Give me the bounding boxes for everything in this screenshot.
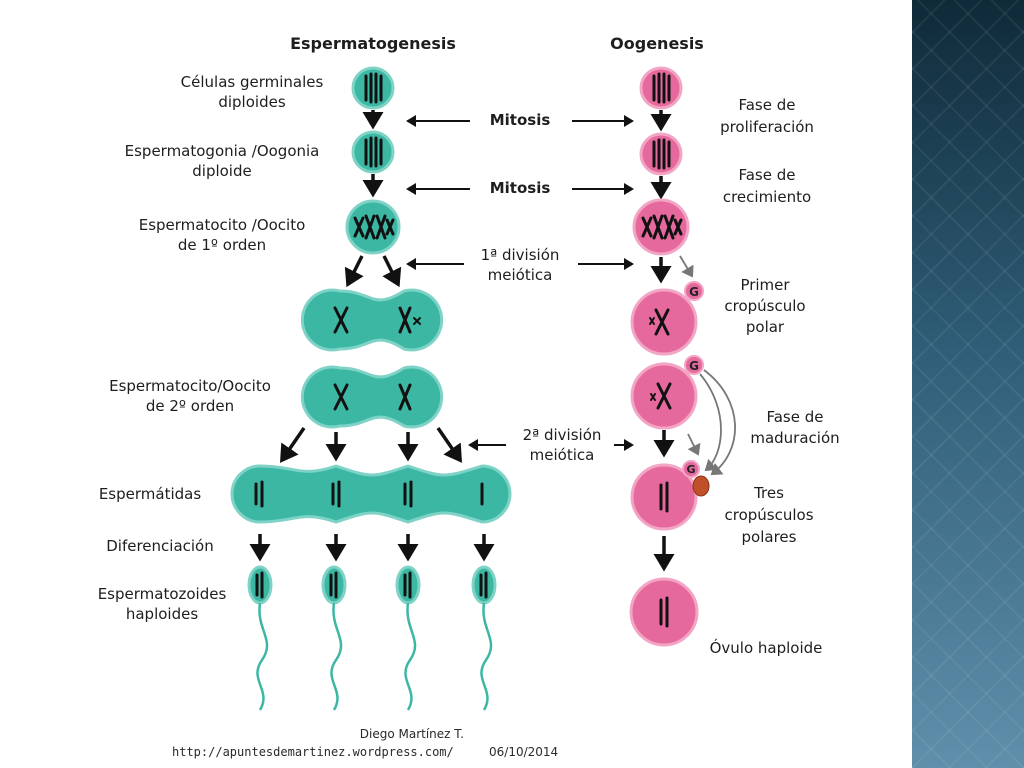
arrow-polar-body	[679, 255, 694, 278]
label-secondary-spermatocyte-2: de 2º orden	[146, 397, 234, 415]
polar-bodies-cluster	[692, 475, 710, 497]
cell-spermatogonia	[351, 130, 395, 174]
label-first-polar-body-3: polar	[746, 318, 785, 336]
footer-author: Diego Martínez T.	[360, 727, 464, 741]
label-meiosis-2-b: meiótica	[530, 446, 595, 464]
header-spermatogenesis: Espermatogenesis	[290, 34, 456, 53]
cell-oogonia-proliferation	[639, 66, 683, 110]
label-primary-spermatocyte: Espermatocito /Oocito	[139, 216, 306, 234]
label-primary-spermatocyte-2: de 1º orden	[178, 236, 266, 254]
label-proliferation-2: proliferación	[720, 118, 814, 136]
footer-url[interactable]: http://apuntesdemartinez.wordpress.com/	[172, 745, 454, 759]
arrow-curved-polar	[703, 369, 736, 476]
label-spermatids: Espermátidas	[99, 485, 202, 503]
footer-date: 06/10/2014	[489, 745, 558, 759]
label-three-polar-bodies: Tres	[753, 484, 784, 502]
label-spermatozoa-2: haploides	[126, 605, 198, 623]
cell-primary-spermatocyte	[345, 199, 401, 255]
label-spermatozoa: Espermatozoides	[98, 585, 227, 603]
spermatid-chain	[230, 464, 512, 524]
label-spermatogonia-2: diploide	[192, 162, 251, 180]
label-spermatogonia: Espermatogonia /Oogonia	[125, 142, 320, 160]
polar-body-2	[684, 355, 704, 375]
cell-ovum-haploid	[629, 577, 699, 647]
label-growth-2: crecimiento	[723, 188, 811, 206]
polar-body-1	[684, 281, 704, 301]
label-germ-cells-2: diploides	[218, 93, 285, 111]
label-maturation-2: maduración	[750, 429, 839, 447]
label-meiosis-1-b: meiótica	[488, 266, 553, 284]
arrow-polar-body	[687, 433, 701, 456]
label-differentiation: Diferenciación	[106, 537, 214, 555]
label-maturation: Fase de	[766, 408, 823, 426]
label-haploid-ovum: Óvulo haploide	[710, 638, 823, 657]
arrow-diagonal-left	[344, 255, 364, 288]
arrow-diagonal-right	[382, 255, 402, 288]
polar-body-label: G	[689, 359, 699, 373]
polar-body-label: G	[686, 463, 695, 476]
label-meiosis-1: 1ª división	[481, 246, 560, 264]
cell-oocyte-after-meiosis-1: G	[630, 281, 704, 356]
label-mitosis-2: Mitosis	[490, 179, 551, 197]
label-secondary-spermatocyte: Espermatocito/Oocito	[109, 377, 271, 395]
arrow-diagonal-right	[436, 427, 462, 463]
label-mitosis-1: Mitosis	[490, 111, 551, 129]
cell-dividing-meiosis-1	[300, 288, 444, 352]
cell-ootid: G	[630, 460, 710, 531]
label-three-polar-bodies-2: cropúsculos	[724, 506, 813, 524]
label-germ-cells: Células germinales	[181, 73, 324, 91]
arrow-diagonal-left	[280, 427, 306, 463]
arrow-curved-polar	[699, 373, 722, 472]
polar-body-label: G	[689, 285, 699, 299]
side-decoration-panel	[912, 0, 1024, 768]
gametogenesis-diagram: Espermatogenesis Oogenesis	[98, 34, 840, 759]
label-first-polar-body: Primer	[740, 276, 790, 294]
label-meiosis-2: 2ª división	[523, 426, 602, 444]
cell-secondary-oocyte: G	[630, 355, 704, 430]
cell-oogonia	[639, 132, 683, 176]
cell-secondary-spermatocyte	[300, 365, 444, 429]
label-three-polar-bodies-3: polares	[742, 528, 797, 546]
spermatozoa	[247, 565, 497, 711]
cell-germinal-diploid	[351, 66, 395, 110]
label-proliferation: Fase de	[738, 96, 795, 114]
label-growth: Fase de	[738, 166, 795, 184]
polar-body-3	[682, 460, 700, 478]
header-oogenesis: Oogenesis	[610, 34, 704, 53]
label-first-polar-body-2: cropúsculo	[724, 297, 805, 315]
cell-primary-oocyte	[632, 198, 690, 256]
